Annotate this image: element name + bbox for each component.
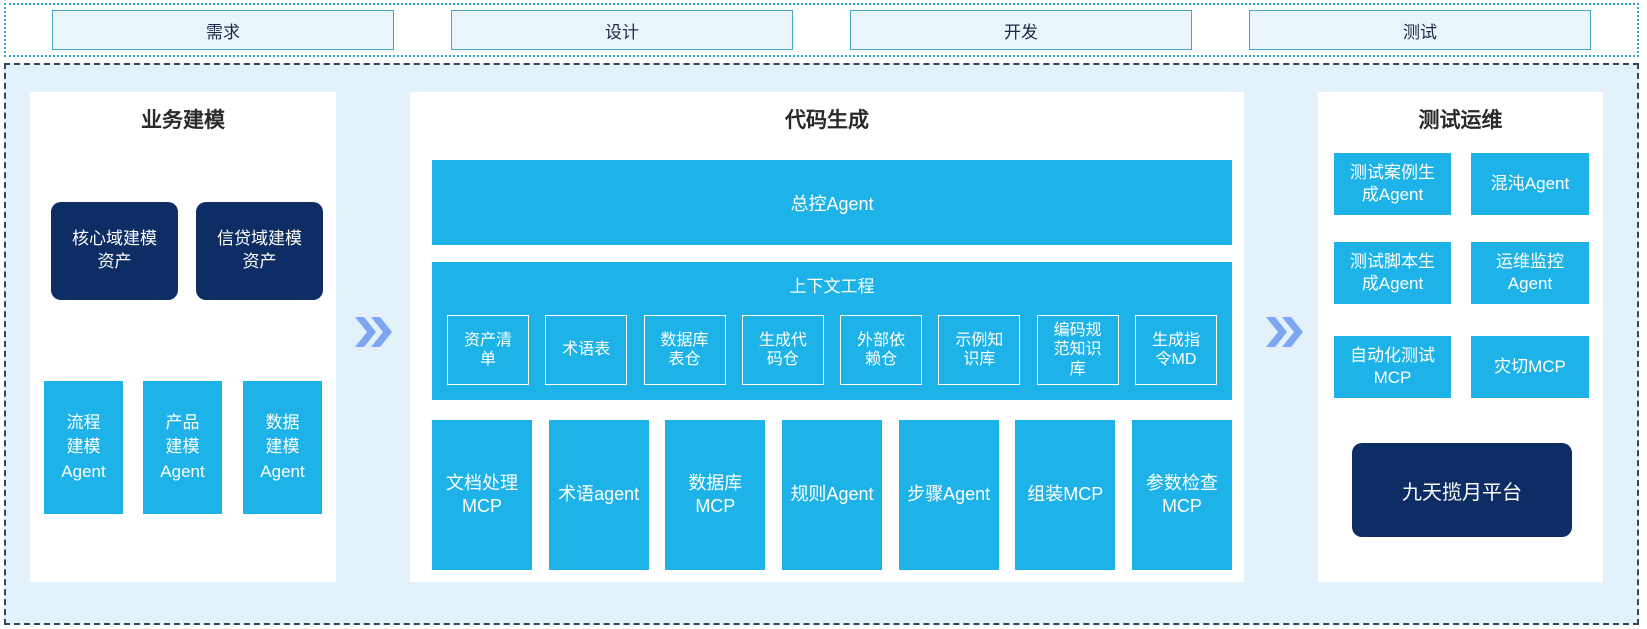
- node-test-script-generation-agent: 测试脚本生 成Agent: [1334, 242, 1451, 304]
- node-database-table-repo: 数据库 表仓: [643, 315, 726, 385]
- stage-design: 设计: [451, 10, 793, 50]
- panel-title-code-generation: 代码生成: [785, 109, 869, 132]
- node-process-modeling-agent: 流程 建模 Agent: [44, 381, 123, 514]
- node-disaster-switch-mcp: 灾切MCP: [1471, 336, 1589, 398]
- node-coding-standard-knowledge-base: 编码规 范知识 库: [1036, 315, 1119, 385]
- panel-business-modeling: 业务建模 核心域建模 资产 信贷域建模 资产 流程 建模 Agent 产品 建模…: [30, 92, 336, 582]
- node-generated-code-repo: 生成代 码仓: [741, 315, 824, 385]
- stage-testing: 测试: [1249, 10, 1591, 50]
- node-ops-monitoring-agent: 运维监控 Agent: [1471, 242, 1589, 304]
- node-core-domain-modeling-assets: 核心域建模 资产: [51, 202, 178, 300]
- node-database-mcp: 数据库 MCP: [665, 420, 766, 570]
- double-chevron-right-icon: [354, 317, 392, 347]
- node-product-modeling-agent: 产品 建模 Agent: [143, 381, 222, 514]
- node-external-dependency-repo: 外部依 赖仓: [840, 315, 923, 385]
- panel-test-ops: 测试运维 测试案例生 成Agent 混沌Agent 测试脚本生 成Agent 运…: [1318, 92, 1603, 582]
- node-assembly-mcp: 组装MCP: [1015, 420, 1116, 570]
- pipeline-stage-bar: 需求 设计 开发 测试: [4, 3, 1639, 57]
- node-generation-instruction-md: 生成指 令MD: [1134, 315, 1217, 385]
- node-asset-list: 资产清 单: [447, 315, 529, 385]
- node-rule-agent: 规则Agent: [781, 420, 882, 570]
- node-glossary: 术语表: [545, 315, 628, 385]
- group-context-engineering: 上下文工程 资产清 单 术语表 数据库 表仓 生成代 码仓 外部依 赖仓 示例知…: [432, 262, 1232, 400]
- node-example-knowledge-base: 示例知 识库: [938, 315, 1021, 385]
- node-document-processing-mcp: 文档处理 MCP: [432, 420, 532, 570]
- group-title-context-engineering: 上下文工程: [789, 277, 875, 296]
- double-chevron-right-icon: [1265, 317, 1303, 347]
- node-terminology-agent: 术语agent: [548, 420, 649, 570]
- node-data-modeling-agent: 数据 建模 Agent: [243, 381, 322, 514]
- node-master-control-agent: 总控Agent: [432, 160, 1232, 245]
- stage-requirements: 需求: [52, 10, 394, 50]
- panel-code-generation: 代码生成 总控Agent 上下文工程 资产清 单 术语表 数据库 表仓 生成代 …: [410, 92, 1244, 582]
- code-generation-tool-row: 文档处理 MCP 术语agent 数据库 MCP 规则Agent 步骤Agent…: [432, 420, 1232, 570]
- node-test-case-generation-agent: 测试案例生 成Agent: [1334, 153, 1451, 215]
- stage-development: 开发: [850, 10, 1192, 50]
- node-credit-domain-modeling-assets: 信贷域建模 资产: [196, 202, 323, 300]
- context-engineering-items: 资产清 单 术语表 数据库 表仓 生成代 码仓 外部依 赖仓 示例知 识库 编码…: [447, 315, 1217, 385]
- node-jiutian-lanyue-platform: 九天揽月平台: [1352, 443, 1572, 537]
- node-parameter-check-mcp: 参数检查 MCP: [1131, 420, 1232, 570]
- node-automated-testing-mcp: 自动化测试 MCP: [1334, 336, 1451, 398]
- node-chaos-agent: 混沌Agent: [1471, 153, 1589, 215]
- panel-title-test-ops: 测试运维: [1418, 109, 1503, 132]
- panel-title-business-modeling: 业务建模: [141, 109, 225, 132]
- node-step-agent: 步骤Agent: [898, 420, 999, 570]
- main-container: 业务建模 核心域建模 资产 信贷域建模 资产 流程 建模 Agent 产品 建模…: [4, 63, 1639, 625]
